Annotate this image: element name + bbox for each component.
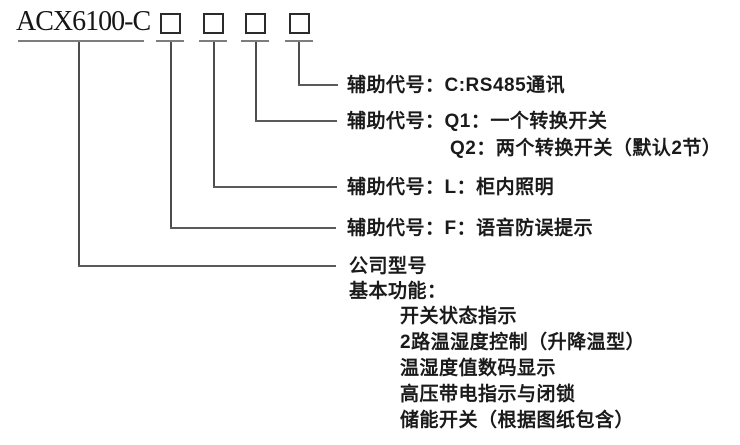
option-box-2 [203,13,224,34]
underline-box-3 [241,40,269,42]
underline-model-code [18,40,144,42]
label-aux-code-q1: 辅助代号：Q1：一个转换开关 [347,111,608,132]
connector-vertical-box1 [170,42,172,229]
option-box-3 [245,13,266,34]
leader-line-aux-f [170,227,336,229]
basic-function-item: 储能开关（根据图纸包含） [400,410,635,431]
basic-function-item: 高压带电指示与闭锁 [400,384,576,405]
basic-functions-list: 开关状态指示 2路温湿度控制（升降温型） 温湿度值数码显示 高压带电指示与闭锁 … [400,307,645,431]
model-code-text: ACX6100-C [16,6,151,37]
underline-box-2 [199,40,227,42]
underline-box-1 [156,40,184,42]
basic-function-item: 2路温湿度控制（升降温型） [400,332,646,353]
option-box-4 [289,13,310,34]
label-basic-functions-heading: 基本功能： [349,281,447,302]
label-aux-code-q2: Q2：两个转换开关（默认2节） [450,138,722,159]
connector-vertical-box3 [255,42,257,122]
label-company-model: 公司型号 [349,256,428,277]
underline-box-4 [285,40,313,42]
leader-line-aux-q [255,120,337,122]
connector-vertical-box2 [213,42,215,188]
connector-vertical-box4 [298,42,300,86]
label-aux-code-l: 辅助代号：L：柜内照明 [347,177,555,198]
label-aux-code-c: 辅助代号：C:RS485通讯 [347,75,566,96]
leader-line-company-model [78,265,336,267]
option-box-1 [160,13,181,34]
basic-function-item: 温湿度值数码显示 [400,358,557,379]
leader-line-aux-l [213,186,337,188]
leader-line-aux-c [298,84,338,86]
connector-vertical-model [78,42,80,267]
label-aux-code-f: 辅助代号：F：语音防误提示 [347,218,594,239]
basic-function-item: 开关状态指示 [400,306,518,327]
